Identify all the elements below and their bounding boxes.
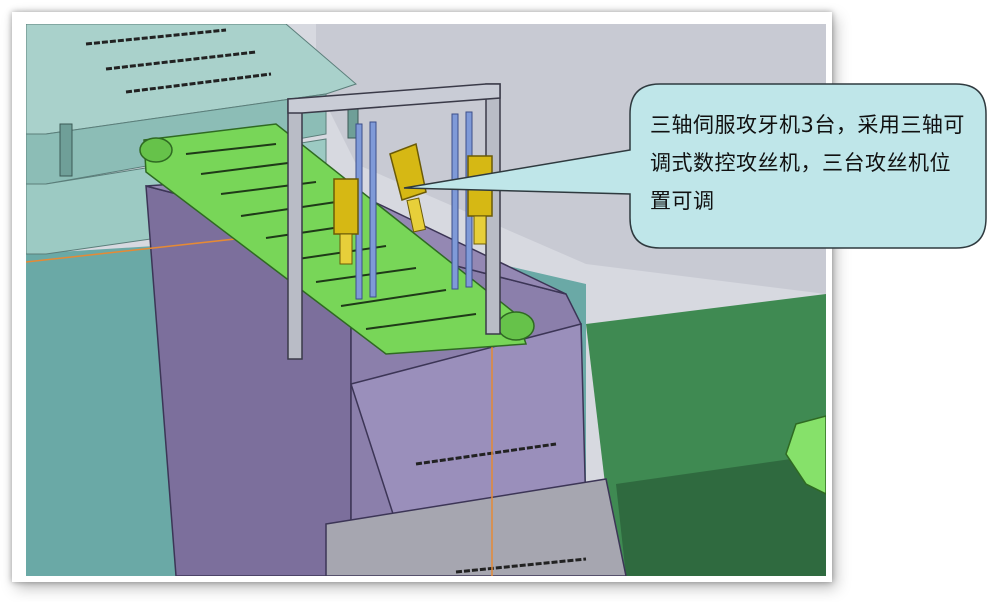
callout-text: 三轴伺服攻牙机3台，采用三轴可调式数控攻丝机，三台攻丝机位置可调	[650, 113, 965, 213]
conveyor-belt	[139, 123, 535, 355]
green-base-shadow	[616, 454, 826, 576]
green-part	[785, 415, 826, 495]
callout-bubble: 三轴伺服攻牙机3台，采用三轴可调式数控攻丝机，三台攻丝机位置可调	[403, 83, 987, 249]
callout-shape	[403, 83, 987, 249]
